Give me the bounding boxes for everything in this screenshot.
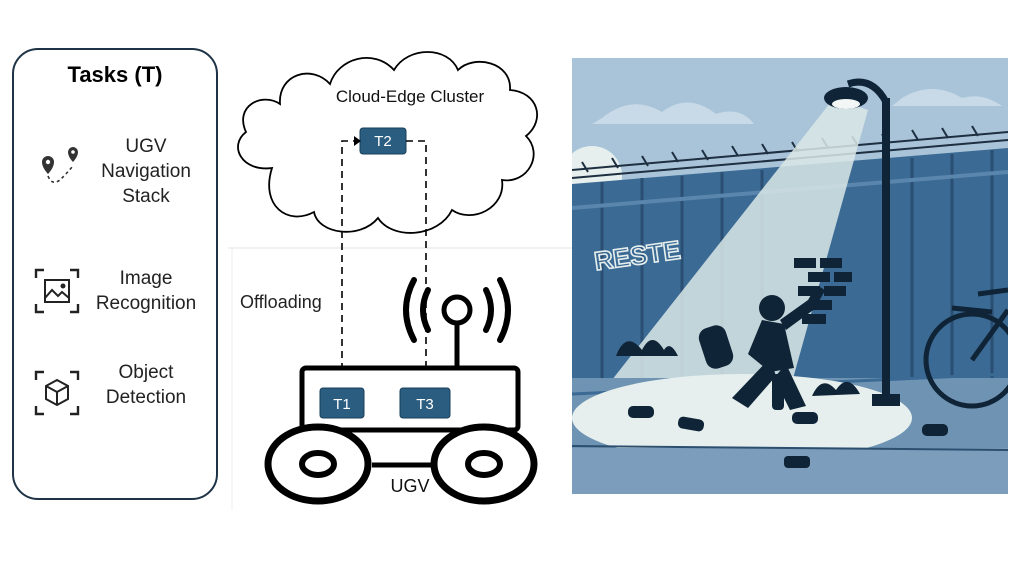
ugv-wheel-left (264, 423, 372, 505)
task-box-t1-label: T1 (333, 396, 351, 413)
ugv-label: UGV (390, 476, 429, 496)
ugv-wheel-right (430, 423, 538, 505)
tasks-panel: Tasks (T) UGV Navigation Stack Image Rec… (12, 48, 218, 500)
task-label-navigation: UGV Navigation Stack (101, 136, 191, 207)
task-label-object-detection: Object Detection (105, 362, 187, 408)
task-box-t3 (399, 387, 451, 419)
brick-patch (794, 258, 852, 324)
bicycle (923, 287, 1008, 409)
tasks-title: Tasks (T) (67, 62, 163, 87)
task-box-t3-label: T3 (416, 396, 434, 413)
offloading-diagram: Cloud-Edge Cluster T2 Offloading T1 T3 U… (228, 51, 578, 510)
offload-path-down (406, 140, 427, 380)
graffiti-scene-illustration: RESTE (572, 58, 1008, 494)
navigation-route-icon (42, 146, 78, 184)
task-label-image-recognition: Image Recognition (95, 268, 197, 314)
antenna-head (441, 294, 473, 326)
antenna-signal-icon (403, 277, 511, 343)
offload-path-up (341, 140, 354, 382)
task-box-t2-label: T2 (374, 133, 392, 150)
image-recognition-icon (34, 268, 80, 314)
spray-cans (628, 374, 948, 468)
offload-arrow-head-up (354, 136, 361, 146)
light-cone (582, 98, 868, 418)
object-detection-icon (34, 370, 80, 416)
cloud-label: Cloud-Edge Cluster (336, 87, 485, 106)
task-box-t1 (319, 387, 365, 419)
street-lamp (824, 78, 900, 406)
light-pool (572, 374, 912, 462)
offloading-label: Offloading (240, 292, 322, 312)
